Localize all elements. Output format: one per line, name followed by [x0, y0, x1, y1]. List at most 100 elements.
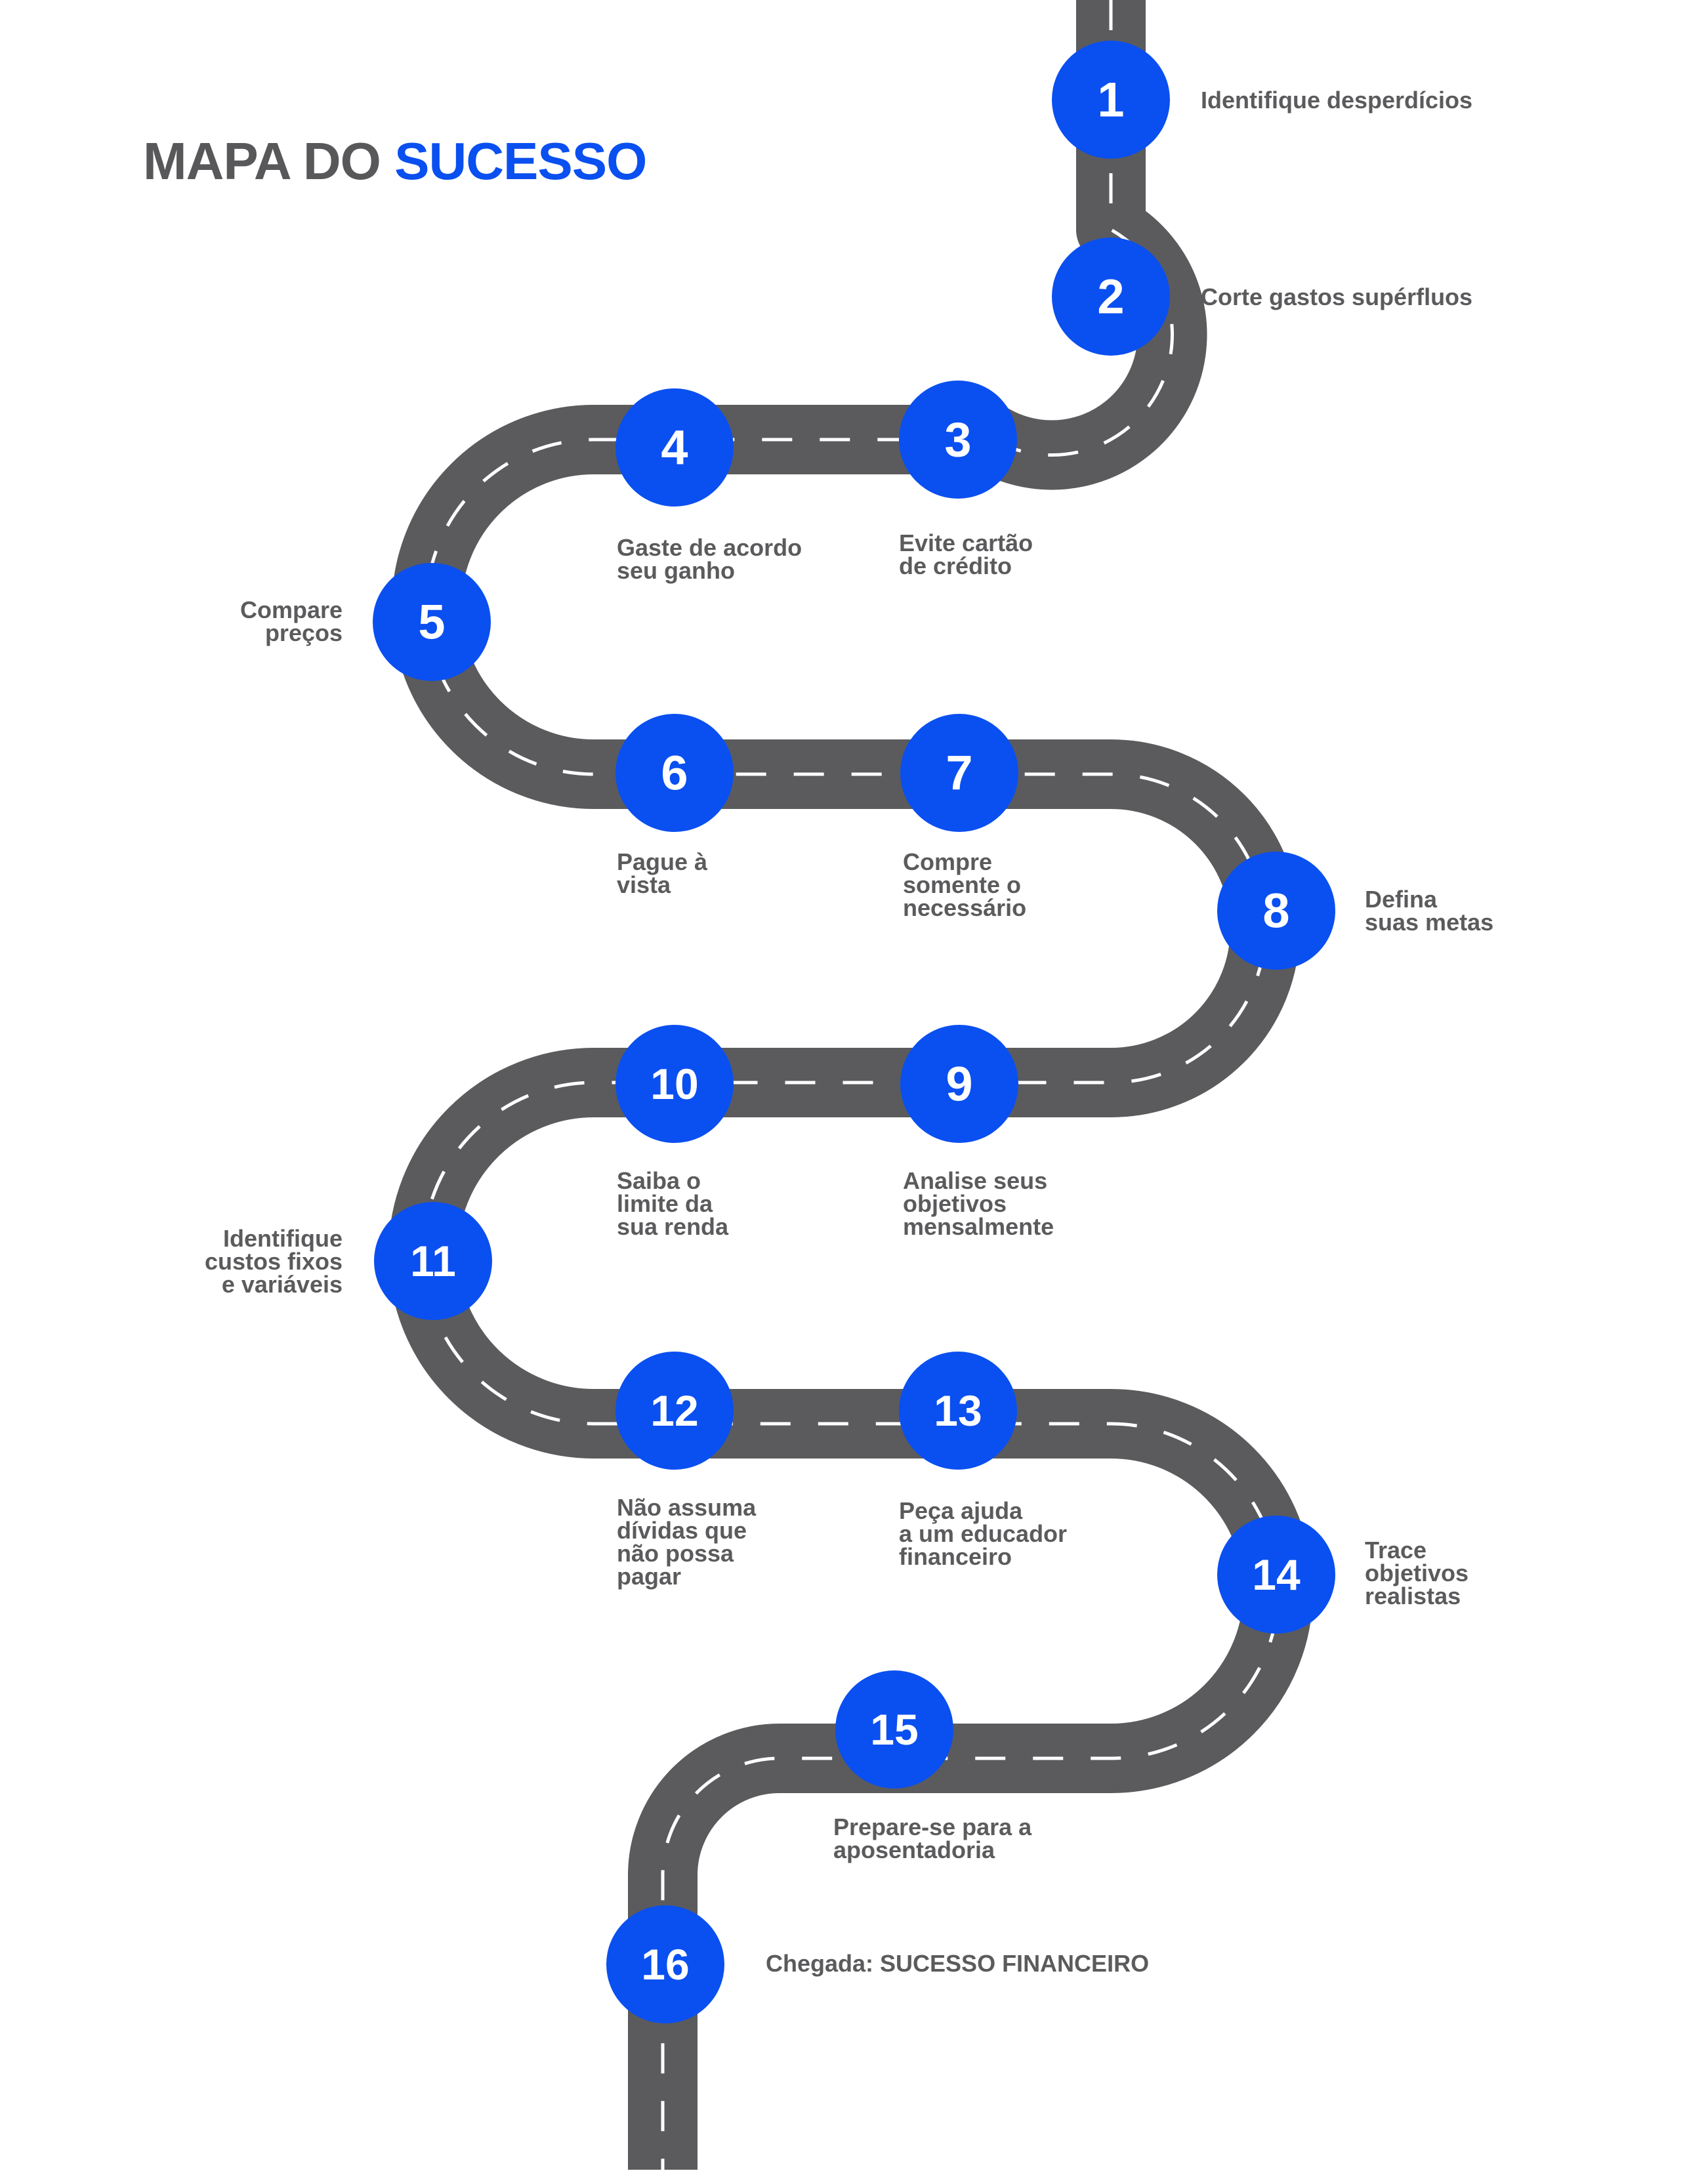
step-label-line: objetivos: [903, 1190, 1007, 1217]
step-label-line: objetivos: [1365, 1560, 1468, 1586]
step-label-line: a um educador: [899, 1520, 1067, 1547]
step-label-line: Corte gastos supérfluos: [1201, 283, 1472, 310]
step-number: 3: [944, 413, 971, 467]
step-label-line: sua renda: [617, 1213, 729, 1240]
step-label-line: financeiro: [899, 1543, 1012, 1570]
step-label: Chegada: SUCESSO FINANCEIRO: [766, 1950, 1149, 1977]
step-label-line: dívidas que: [617, 1517, 747, 1544]
step-label-line: suas metas: [1365, 909, 1493, 936]
step-number: 4: [661, 421, 688, 475]
step-label-line: realistas: [1365, 1583, 1461, 1609]
step-number: 2: [1097, 270, 1124, 324]
title-highlight: SUCESSO: [394, 132, 647, 190]
step-marker: [899, 381, 1017, 499]
step-number: 12: [650, 1386, 698, 1435]
step-number: 5: [418, 595, 445, 650]
step-marker: [1052, 41, 1170, 159]
step-number: 1: [1097, 73, 1124, 127]
step-number: 14: [1252, 1550, 1301, 1599]
step-2: 2 Corte gastos supérfluos: [1052, 238, 1472, 356]
step-label-line: custos fixos: [205, 1248, 343, 1275]
step-label-line: Identifique desperdícios: [1201, 87, 1472, 114]
step-marker: [615, 714, 734, 832]
step-label-line: e variáveis: [222, 1271, 343, 1298]
step-1: 1 Identifique desperdícios: [1052, 41, 1472, 159]
step-label-line: preços: [265, 619, 343, 646]
step-label-line: mensalmente: [903, 1213, 1054, 1240]
step-label-line: Gaste de acordo: [617, 534, 802, 561]
road-center-line: [421, 0, 1280, 2170]
step-number: 13: [934, 1386, 982, 1435]
step-number: 16: [641, 1940, 689, 1989]
step-label-line: Analise seus: [903, 1167, 1047, 1194]
step-number: 9: [946, 1057, 972, 1111]
step-label-line: limite da: [617, 1190, 713, 1217]
step-marker: [1217, 852, 1335, 970]
step-label-line: seu ganho: [617, 557, 735, 584]
step-label-line: somente o: [903, 871, 1021, 898]
step-label-line: Defina: [1365, 886, 1438, 913]
step-marker: [374, 1202, 492, 1320]
step-marker: [900, 1025, 1018, 1143]
step-label-line: não possa: [617, 1540, 734, 1567]
step-label-line: de crédito: [899, 552, 1012, 579]
page-title: MAPA DO SUCESSO: [143, 131, 647, 192]
step-label-line: Chegada: SUCESSO FINANCEIRO: [766, 1950, 1149, 1977]
step-label-line: Trace: [1365, 1537, 1427, 1563]
step-label: Identifique desperdícios: [1201, 87, 1472, 114]
step-label-line: Evite cartão: [899, 529, 1033, 556]
step-number: 6: [661, 746, 688, 800]
title-prefix: MAPA DO: [143, 132, 381, 190]
step-label-line: Compre: [903, 848, 992, 875]
step-label-line: Não assuma: [617, 1494, 757, 1521]
step-marker: [606, 1905, 724, 2023]
step-label-line: Prepare-se para a: [833, 1813, 1032, 1840]
step-16: 16 Chegada: SUCESSO FINANCEIRO: [606, 1905, 1149, 2023]
step-label-line: vista: [617, 871, 671, 898]
step-marker: [373, 563, 491, 681]
step-marker: [615, 1025, 734, 1143]
step-label-line: aposentadoria: [833, 1836, 995, 1863]
step-number: 10: [650, 1060, 698, 1108]
step-number: 7: [946, 746, 972, 800]
step-label-line: Saiba o: [617, 1167, 701, 1194]
step-number: 8: [1262, 884, 1289, 938]
step-marker: [615, 388, 734, 507]
step-marker: [835, 1670, 953, 1789]
step-marker: [899, 1352, 1017, 1470]
step-marker: [900, 714, 1018, 832]
step-label-line: Identifique: [223, 1225, 343, 1252]
step-marker: [1052, 238, 1170, 356]
step-marker: [615, 1352, 734, 1470]
step-label-line: Compare: [240, 596, 343, 623]
step-label: Corte gastos supérfluos: [1201, 283, 1472, 310]
step-label-line: necessário: [903, 894, 1026, 921]
step-label-line: Peça ajuda: [899, 1497, 1023, 1524]
step-number: 15: [870, 1705, 918, 1754]
